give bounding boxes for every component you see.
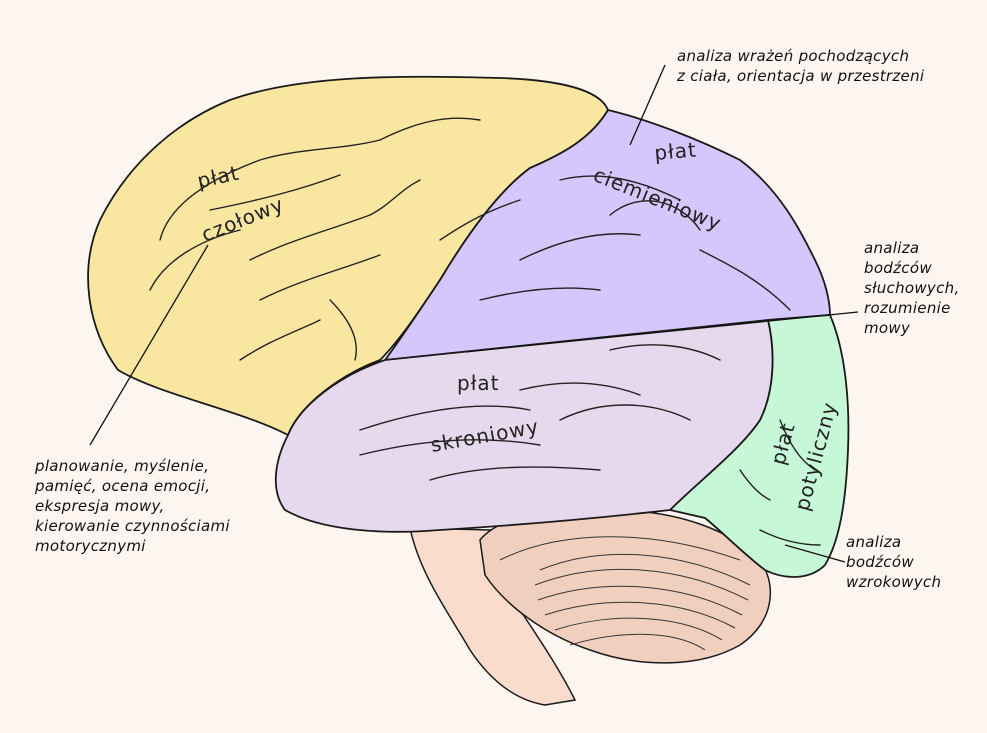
annotation-line: analiza	[864, 239, 920, 257]
annotation-line: rozumienie	[864, 299, 951, 317]
annotation-line: wzrokowych	[846, 573, 942, 591]
annotation-line: bodźców	[846, 553, 914, 571]
annotation-occipital: analiza bodźców wzrokowych	[846, 532, 941, 592]
annotation-line: mowy	[864, 319, 911, 337]
sulci-lines	[149, 117, 821, 546]
annotation-line: słuchowych,	[864, 279, 960, 297]
annotation-line: pamięć, ocena emocji,	[35, 477, 211, 495]
cerebellum-folia	[499, 536, 751, 651]
annotation-line: ekspresja mowy,	[35, 497, 165, 515]
annotation-frontal: planowanie, myślenie, pamięć, ocena emoc…	[35, 456, 230, 556]
annotation-parietal: analiza wrażeń pochodzących z ciała, ori…	[677, 46, 924, 86]
annotation-line: planowanie, myślenie,	[35, 457, 210, 475]
annotation-line: kierowanie czynnościami	[35, 517, 230, 535]
annotation-line: analiza wrażeń pochodzących	[677, 47, 910, 65]
parietal-label-line1: płat	[653, 137, 697, 165]
annotation-line: z ciała, orientacja w przestrzeni	[677, 67, 925, 85]
temporal-lobe	[274, 319, 774, 533]
temporal-label-line1: płat	[457, 371, 499, 395]
leader-lines	[89, 64, 859, 563]
annotation-line: bodźców	[864, 259, 932, 277]
annotation-temporal: analiza bodźców słuchowych, rozumienie m…	[864, 238, 960, 338]
annotation-line: analiza	[846, 533, 902, 551]
annotation-line: motorycznymi	[35, 537, 146, 555]
